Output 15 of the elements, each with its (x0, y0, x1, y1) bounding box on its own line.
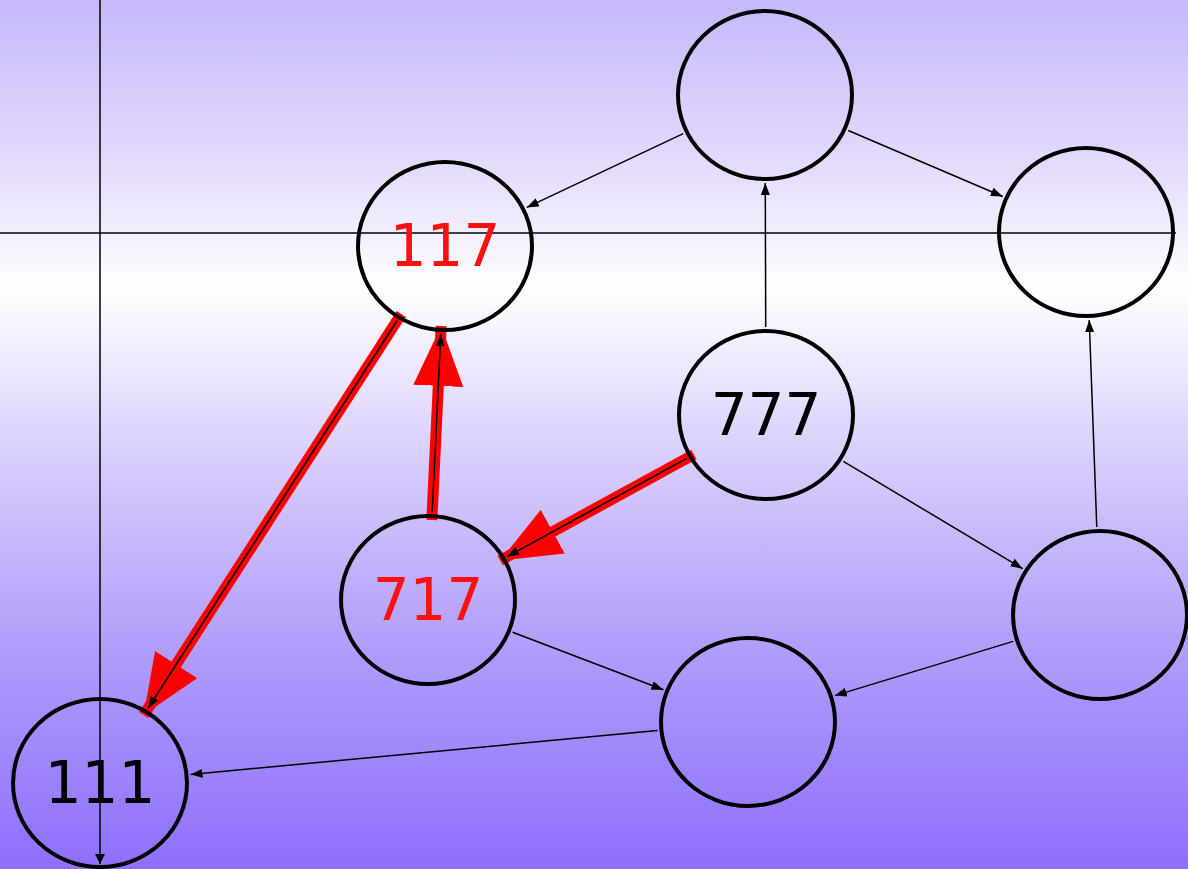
node-label: 717 (372, 571, 484, 629)
arrow (506, 457, 688, 558)
arrow (189, 729, 659, 778)
arrow (842, 460, 1024, 570)
node-label: 117 (389, 217, 501, 275)
arrow (413, 325, 464, 521)
arrow (834, 640, 1014, 697)
arrow (760, 182, 770, 328)
arrow (511, 631, 665, 691)
arrow (1085, 319, 1098, 528)
arrow (526, 132, 684, 209)
arrow (431, 333, 445, 513)
arrow (497, 449, 697, 566)
arrow (847, 129, 1004, 198)
node-label: 777 (710, 386, 822, 444)
